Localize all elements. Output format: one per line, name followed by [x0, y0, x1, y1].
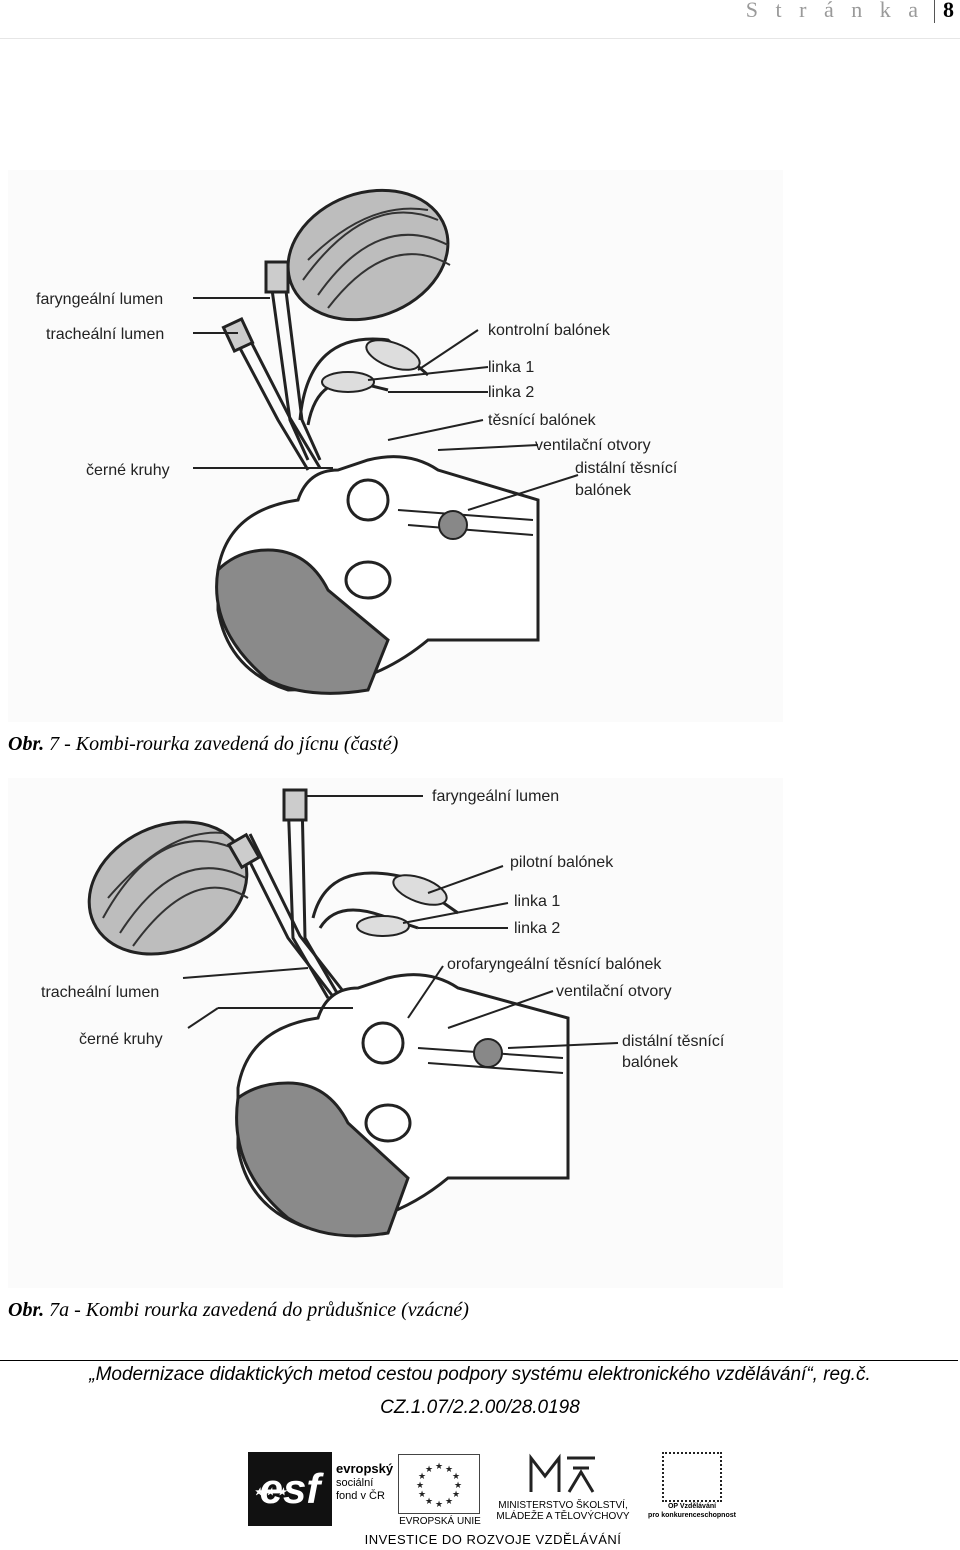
label-cerne-kruhy: černé kruhy	[79, 1031, 163, 1048]
label-kontrolni-balonek: kontrolní balónek	[488, 322, 611, 339]
label-trachealni-lumen: tracheální lumen	[41, 984, 159, 1001]
svg-text:★: ★	[445, 1465, 453, 1475]
control-balloon-icon	[365, 339, 421, 371]
label-linka2: linka 2	[514, 920, 560, 937]
svg-text:★: ★	[425, 1465, 433, 1475]
svg-text:★: ★	[418, 1490, 426, 1500]
footer-project-title: „Modernizace didaktických metod cestou p…	[89, 1364, 871, 1385]
figure-combitube-tracheal: faryngeální lumen pilotní balónek linka …	[8, 778, 783, 1288]
combitube-icon	[221, 260, 429, 471]
label-trachealni-lumen: tracheální lumen	[46, 326, 164, 343]
label-cerne-kruhy: černé kruhy	[86, 462, 170, 479]
page-number: 8	[934, 0, 954, 23]
label-faryngealni-lumen: faryngeální lumen	[432, 788, 559, 805]
patient-head-icon	[235, 973, 570, 1238]
label-distalni-2: balónek	[575, 482, 632, 499]
ventilation-bag-icon	[286, 188, 451, 322]
caption1-prefix: Obr.	[8, 733, 45, 755]
logos-caption: INVESTICE DO ROZVOJE VZDĚLÁVÁNÍ	[364, 1532, 622, 1547]
figure1-caption: Obr. 7 - Kombi-rourka zavedená do jícnu …	[8, 733, 398, 756]
ventilation-bag-icon	[87, 820, 249, 956]
msmt-text-2: MLÁDEŽE A TĚLOVÝCHOVY	[496, 1511, 630, 1522]
svg-text:★: ★	[452, 1472, 460, 1482]
label-orofaryngealni: orofaryngeální těsnící balónek	[447, 956, 662, 973]
svg-text:★: ★	[418, 1472, 426, 1482]
op-mark-icon	[662, 1452, 722, 1502]
label-ventilacni-otvory: ventilační otvory	[556, 983, 672, 1000]
eu-caption: EVROPSKÁ UNIE	[399, 1516, 481, 1527]
svg-text:★: ★	[435, 1500, 443, 1510]
label-linka2: linka 2	[488, 384, 534, 401]
esf-text-3: fond v ČR	[336, 1490, 385, 1502]
msmt-text-1: MINISTERSTVO ŠKOLSTVÍ,	[498, 1500, 628, 1511]
op-text-2: pro konkurenceschopnost	[648, 1512, 736, 1519]
esf-logo: ★ ★ ★ esf evropský sociální fond v ČR	[248, 1452, 393, 1526]
esf-text-2: sociální	[336, 1477, 374, 1489]
msmt-mark-icon	[488, 1452, 638, 1500]
figure2-caption: Obr. 7a - Kombi rourka zavedená do průdu…	[8, 1299, 469, 1322]
footer-registration-number: CZ.1.07/2.2.00/28.0198	[380, 1397, 580, 1418]
svg-text:★: ★	[454, 1481, 462, 1491]
svg-text:★: ★	[452, 1490, 460, 1500]
esf-text: evropský sociální fond v ČR	[336, 1462, 393, 1503]
label-distalni-2: balónek	[622, 1054, 679, 1071]
page-header: S t r á n k a 8	[0, 0, 960, 39]
page-label: S t r á n k a	[745, 0, 924, 22]
esf-main-text: esf	[259, 1465, 321, 1512]
figure1-illustration: faryngeální lumen tracheální lumen kontr…	[36, 188, 678, 695]
label-faryngealni-lumen: faryngeální lumen	[36, 291, 163, 308]
pilot-balloon-icon	[392, 874, 448, 906]
line-balloon-icon	[321, 371, 375, 393]
caption2-prefix: Obr.	[8, 1299, 45, 1321]
esf-mark-icon: ★ ★ ★ esf	[248, 1452, 332, 1526]
footer-divider	[0, 1360, 958, 1361]
funding-logos: ★ ★ ★ esf evropský sociální fond v ČR ★★…	[248, 1452, 738, 1548]
label-linka1: linka 1	[488, 359, 534, 376]
combitube-icon	[226, 788, 459, 1004]
figure2-illustration: faryngeální lumen pilotní balónek linka …	[41, 788, 725, 1238]
caption2-text: 7a - Kombi rourka zavedená do průdušnice…	[44, 1299, 469, 1321]
label-ventilacni-otvory: ventilační otvory	[535, 437, 651, 454]
label-pilotni-balonek: pilotní balónek	[510, 854, 614, 871]
svg-text:★: ★	[445, 1497, 453, 1507]
esf-text-1: evropský	[336, 1461, 394, 1476]
figure-combitube-esophageal: faryngeální lumen tracheální lumen kontr…	[8, 170, 783, 722]
svg-text:★: ★	[435, 1462, 443, 1472]
label-tesnici-balonek: těsnící balónek	[488, 412, 597, 429]
eu-logo: ★★★ ★★★ ★★★ ★★★ EVROPSKÁ UNIE	[398, 1454, 482, 1527]
op-logo: OP Vzdělávání pro konkurenceschopnost	[646, 1452, 738, 1526]
svg-text:★: ★	[425, 1497, 433, 1507]
msmt-logo: MINISTERSTVO ŠKOLSTVÍ, MLÁDEŽE A TĚLOVÝC…	[488, 1452, 638, 1526]
patient-head-icon	[215, 455, 540, 695]
label-distalni-1: distální těsnící	[575, 460, 678, 477]
op-text-1: OP Vzdělávání	[667, 1503, 717, 1510]
label-distalni-1: distální těsnící	[622, 1033, 725, 1050]
label-linka1: linka 1	[514, 893, 560, 910]
eu-flag-icon: ★★★ ★★★ ★★★ ★★★	[398, 1454, 480, 1514]
stars-icon: ★ ★ ★	[254, 1487, 287, 1498]
line-balloon-icon	[356, 915, 410, 937]
svg-text:★: ★	[416, 1481, 424, 1491]
caption1-text: 7 - Kombi-rourka zavedená do jícnu (čast…	[44, 733, 399, 755]
